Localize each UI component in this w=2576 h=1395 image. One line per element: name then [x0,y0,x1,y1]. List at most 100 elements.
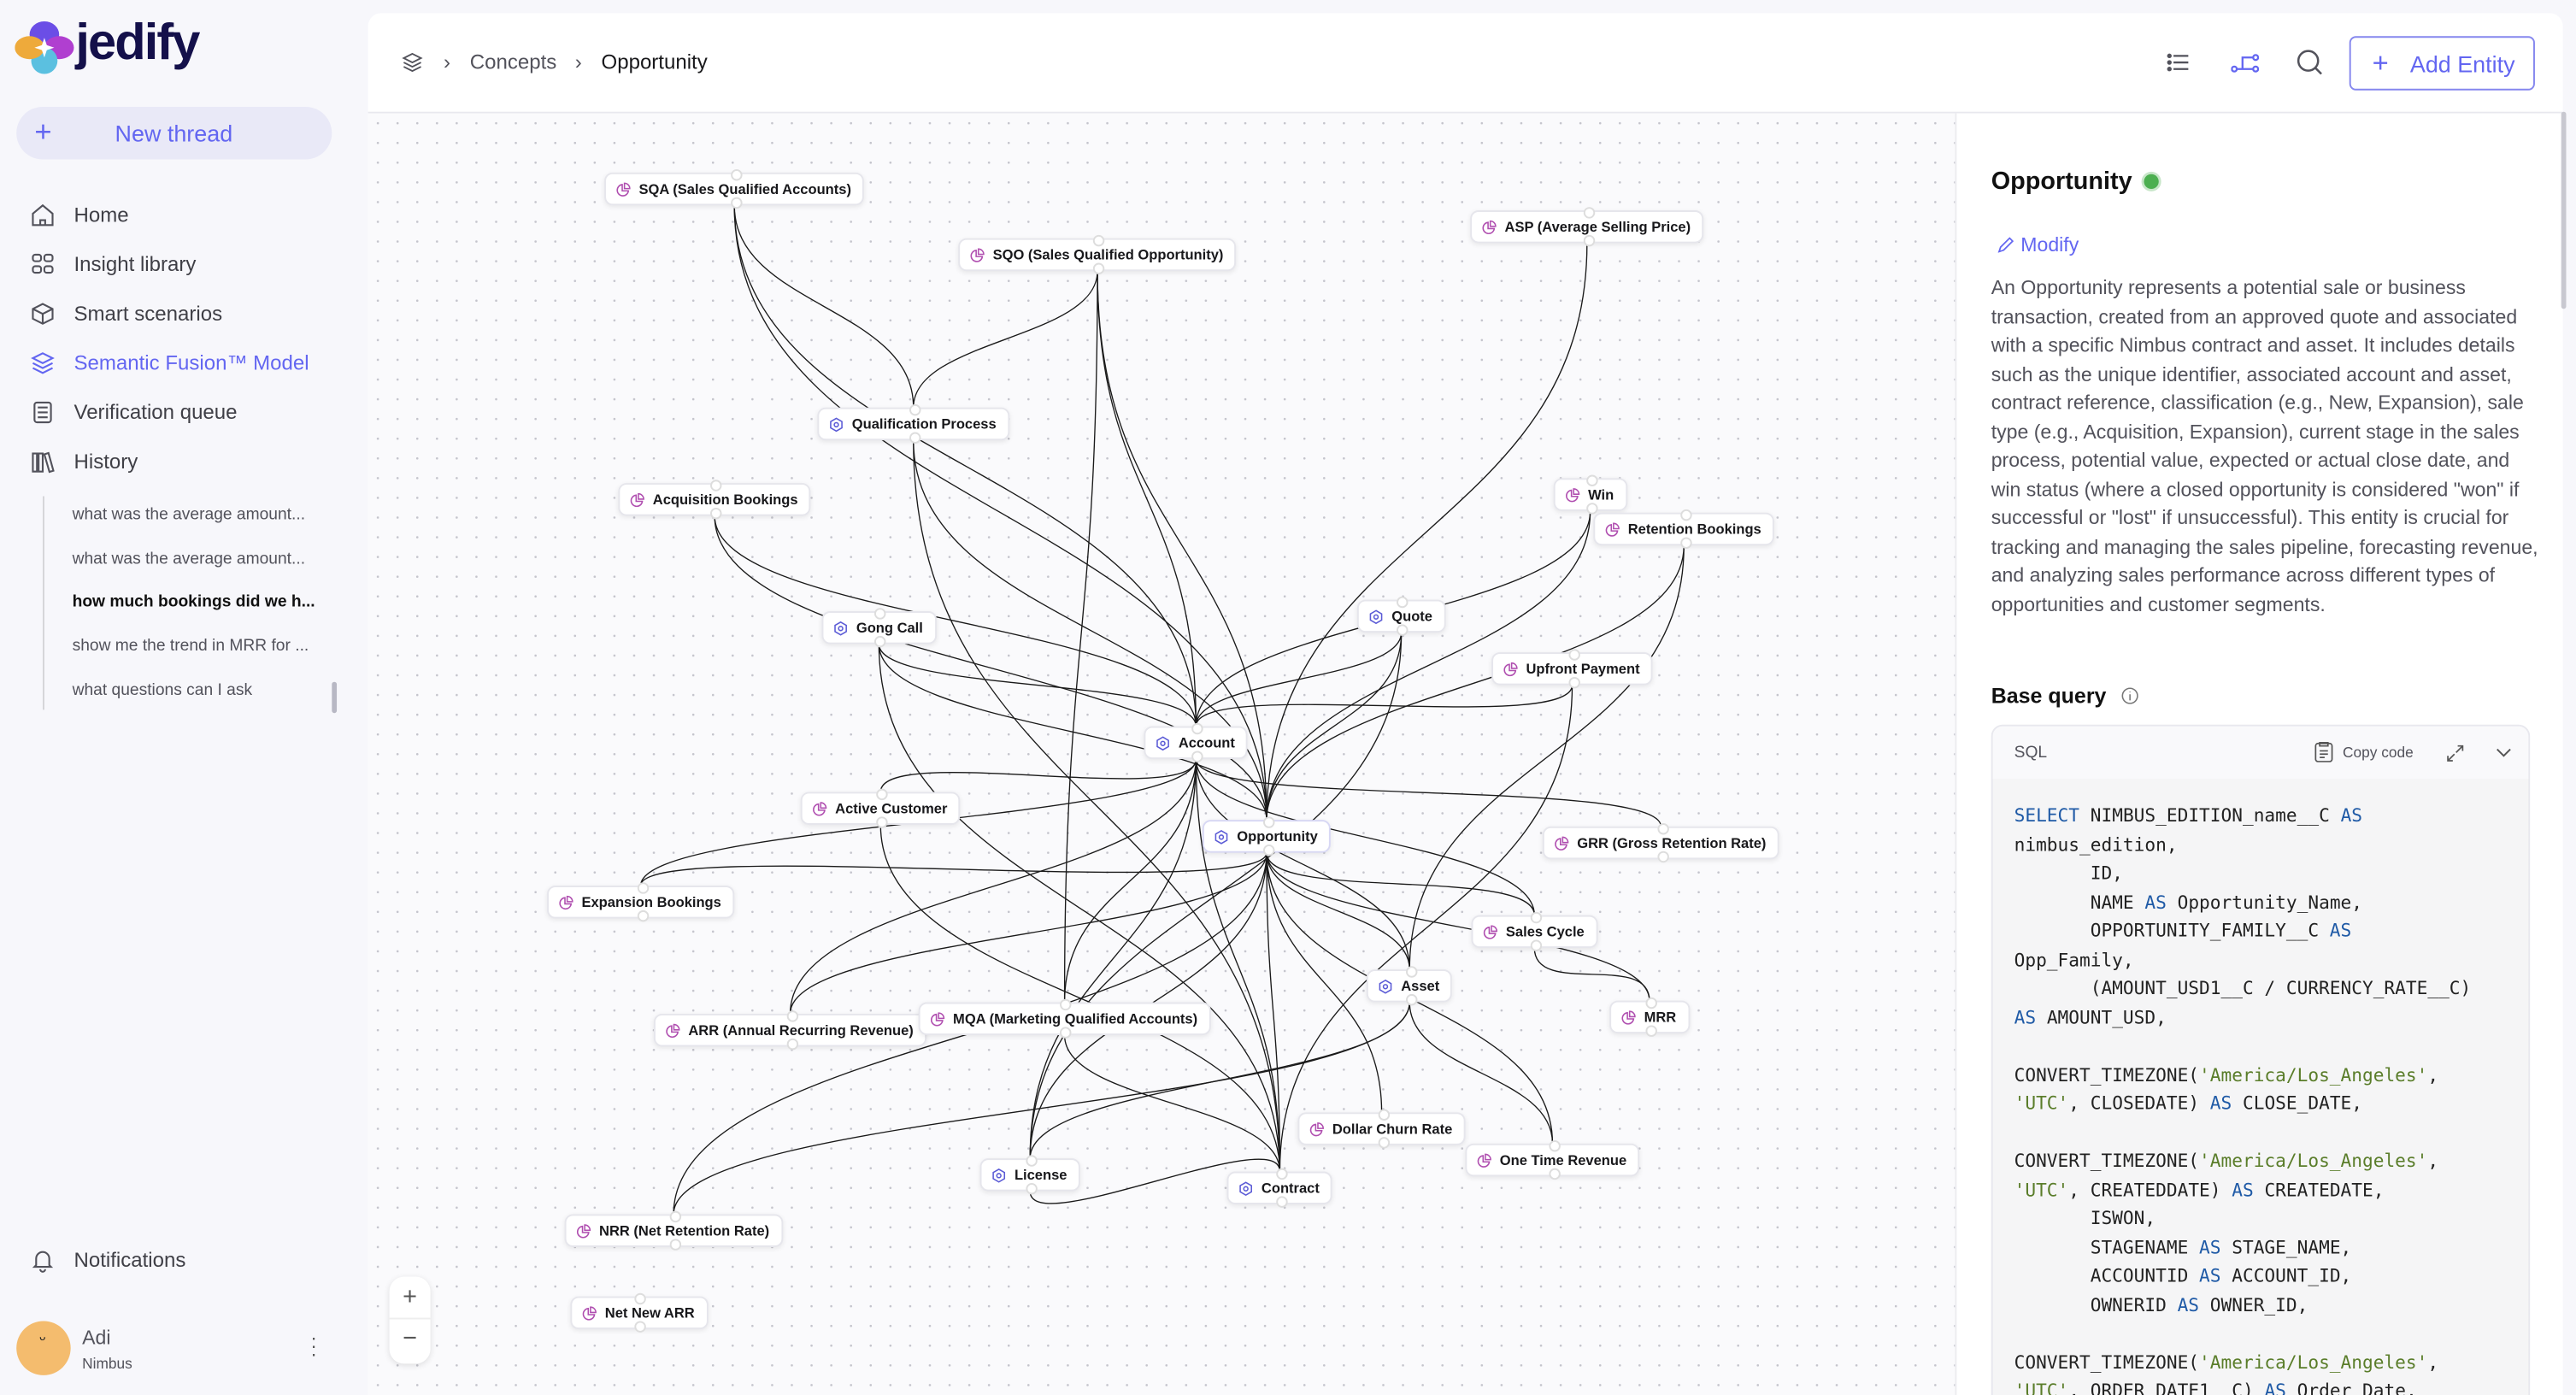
sidebar-item-history[interactable]: History [30,444,342,480]
entity-hexagon-icon [1156,735,1169,750]
graph-node-quote[interactable]: Quote [1356,596,1446,636]
graph-node-nnarr[interactable]: Net New ARR [570,1292,709,1333]
modify-label: Modify [2020,232,2079,256]
graph-node-account[interactable]: Account [1144,722,1249,762]
sidebar-item-home[interactable]: Home [30,197,342,233]
graph-node-acqb[interactable]: Acquisition Bookings [618,480,811,520]
graph-node-sqo[interactable]: SQO (Sales Qualified Opportunity) [958,234,1237,275]
graph-edge-opp-dcr [1266,852,1383,1113]
sidebar-item-verification-queue[interactable]: Verification queue [30,394,342,430]
chevron-down-icon[interactable] [2496,746,2512,759]
zoom-in-button[interactable]: + [389,1277,431,1320]
graph-edge-account-asset [1195,759,1410,970]
graph-edge-opp-expb [639,852,1267,886]
node-label: GRR (Gross Retention Rate) [1577,834,1767,851]
sidebar-item-notifications[interactable]: Notifications [30,1242,342,1278]
graph-edge-sqa-account [733,205,1197,727]
graph-node-asset[interactable]: Asset [1366,966,1453,1006]
graph-view-icon[interactable] [2231,51,2260,74]
code-line: ISWON, [2014,1207,2156,1229]
info-icon[interactable] [2121,686,2139,704]
graph-node-upfront[interactable]: Upfront Payment [1491,649,1653,689]
history-item[interactable]: what was the average amount... [72,506,306,525]
metric-pie-icon [1555,835,1569,850]
code-line: 'UTC', CREATEDDATE) AS CREATEDATE, [2014,1179,2385,1201]
base-query-heading: Base query [1991,683,2107,709]
sidebar-item-label: History [74,450,138,474]
graph-node-cycle[interactable]: Sales Cycle [1471,911,1598,951]
history-item[interactable]: show me the trend in MRR for ... [72,637,309,656]
entity-details-panel: Opportunity Modify An Opportunity repres… [1955,113,2563,1395]
graph-node-asp[interactable]: ASP (Average Selling Price) [1470,207,1704,247]
code-line [2014,1118,2472,1147]
graph-edge-opp-arr [789,852,1267,1015]
graph-node-dcr[interactable]: Dollar Churn Rate [1297,1109,1466,1149]
graph-node-grr[interactable]: GRR (Gross Retention Rate) [1542,823,1779,863]
code-line: AS AMOUNT_USD, [2014,1006,2167,1028]
node-label: Contract [1261,1180,1320,1197]
add-entity-button[interactable]: + Add Entity [2349,36,2535,91]
graph-node-win[interactable]: Win [1553,474,1627,515]
graph-edge-sqa-opp [733,205,1267,821]
graph-node-license[interactable]: License [979,1155,1080,1195]
node-label: Expansion Bookings [581,893,721,910]
status-dot [2144,174,2159,190]
metric-pie-icon [1483,924,1498,939]
graph-node-active[interactable]: Active Customer [800,788,961,828]
sidebar-item-label: Verification queue [74,401,238,424]
metric-pie-icon [970,247,985,262]
list-view-icon[interactable] [2167,51,2190,74]
modify-button[interactable]: Modify [1996,233,2079,256]
breadcrumb-concepts[interactable]: Concepts [469,50,557,74]
new-thread-button[interactable]: + New thread [16,106,332,160]
graph-node-sqa[interactable]: SQA (Sales Qualified Accounts) [604,168,865,209]
graph-node-mrr[interactable]: MRR [1609,997,1690,1037]
graph-edge-qp-opp [913,440,1267,821]
graph-edge-upfront-contract [1279,685,1573,1172]
graph-canvas[interactable]: SQA (Sales Qualified Accounts) SQO (Sales… [368,113,1956,1395]
metric-pie-icon [559,894,573,909]
node-label: Qualification Process [851,415,997,433]
code-line: Opp_Family, [2014,949,2134,971]
graph-node-otr[interactable]: One Time Revenue [1465,1140,1640,1180]
search-icon[interactable] [2295,48,2325,78]
entity-hexagon-icon [834,620,847,635]
history-item[interactable]: what questions can I ask [72,681,253,700]
sidebar-item-insight-library[interactable]: Insight library [30,246,342,282]
expand-icon[interactable] [2446,745,2464,762]
code-language: SQL [2014,744,2048,762]
clipboard-icon [2314,741,2333,762]
history-scrollbar[interactable] [332,681,338,714]
copy-code-button[interactable]: Copy code [2314,741,2414,762]
layers-icon[interactable] [401,51,424,74]
graph-node-contract[interactable]: Contract [1226,1168,1333,1208]
user-menu-kebab-icon[interactable]: ··· [310,1326,317,1366]
node-label: NRR (Net Retention Rate) [599,1222,770,1239]
panel-scrollbar[interactable] [2561,111,2567,309]
graph-node-nrr[interactable]: NRR (Net Retention Rate) [564,1210,783,1251]
node-label: Acquisition Bookings [652,491,798,508]
graph-node-opp[interactable]: Opportunity [1202,816,1332,856]
metric-pie-icon [1477,1152,1491,1167]
avatar[interactable]: ᵕ [16,1321,71,1375]
sidebar-item-smart-scenarios[interactable]: Smart scenarios [30,296,342,332]
zoom-out-button[interactable]: − [403,1324,417,1352]
history-item[interactable]: what was the average amount... [72,550,306,568]
history-item[interactable]: how much bookings did we h... [72,593,315,612]
graph-node-arr[interactable]: ARR (Annual Recurring Revenue) [653,1010,927,1051]
graph-edge-sqa-qp [733,205,915,408]
graph-edge-license-contract [1029,1158,1281,1204]
graph-edge-gong-account [878,644,1197,727]
graph-node-qp[interactable]: Qualification Process [817,403,1010,444]
sidebar-item-semantic-fusion-model[interactable]: Semantic Fusion™ Model [30,345,342,381]
graph-node-expb[interactable]: Expansion Bookings [547,882,735,922]
graph-node-mqa[interactable]: MQA (Marketing Qualified Accounts) [918,998,1211,1039]
graph-edge-opp-cycle [1266,852,1536,915]
pencil-icon [1997,236,2014,252]
node-label: Gong Call [856,619,923,636]
home-icon [32,203,54,227]
graph-node-gong[interactable]: Gong Call [821,608,937,648]
graph-edge-retb-asset [1409,545,1685,970]
graph-node-retb[interactable]: Retention Bookings [1593,509,1775,550]
graph-edge-retb-opp [1266,545,1685,821]
